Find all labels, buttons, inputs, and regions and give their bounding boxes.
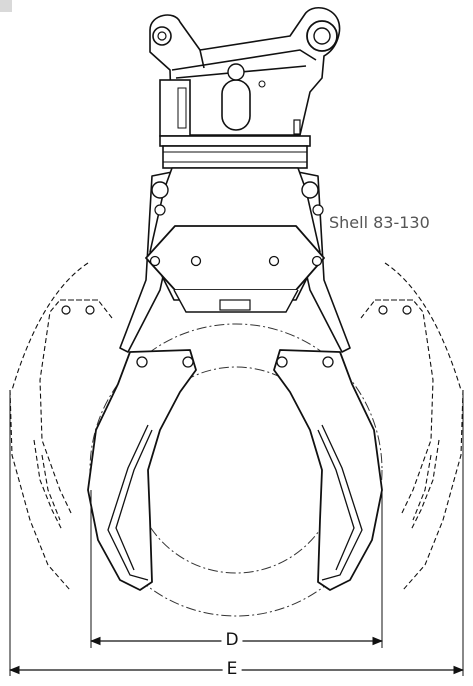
shell-pin [276, 356, 288, 368]
arm-pin [301, 181, 319, 199]
center-bolt [268, 255, 280, 267]
center-bolt [311, 255, 323, 267]
closed-shells [87, 349, 383, 591]
bracket-stub [293, 119, 301, 135]
dimension-label-d: D [221, 631, 243, 649]
shell-pin [182, 356, 194, 368]
center-bolt [190, 255, 202, 267]
shell-teeth [107, 424, 363, 581]
arm-pin [312, 204, 324, 216]
arm-pin [151, 181, 169, 199]
rotator-flange-top [159, 135, 311, 147]
pin-hole [85, 305, 95, 315]
top-pin-center [157, 31, 167, 41]
open-shell-left [9, 262, 113, 591]
pin-hole [402, 305, 412, 315]
model-label: Shell 83-130 [329, 213, 430, 232]
shell-pin [136, 356, 148, 368]
rotator-flange [162, 145, 308, 169]
extension-lines [9, 390, 464, 676]
dimension-label-e: E [222, 660, 242, 678]
shell-pin [322, 356, 334, 368]
arm-pin [154, 204, 166, 216]
pin-hole [378, 305, 388, 315]
pin-hole [61, 305, 71, 315]
hub [219, 299, 251, 311]
corner-marker [0, 0, 12, 12]
side-plate-slot [177, 87, 187, 129]
center-bolt [149, 255, 161, 267]
oval-window [221, 79, 251, 131]
top-pin [152, 26, 172, 46]
open-shell-right [360, 262, 464, 591]
top-pin-center [313, 27, 331, 45]
top-pin [306, 20, 338, 52]
bracket-bolt [227, 63, 245, 81]
bracket-bolt [258, 80, 266, 88]
center-plate [145, 225, 325, 291]
